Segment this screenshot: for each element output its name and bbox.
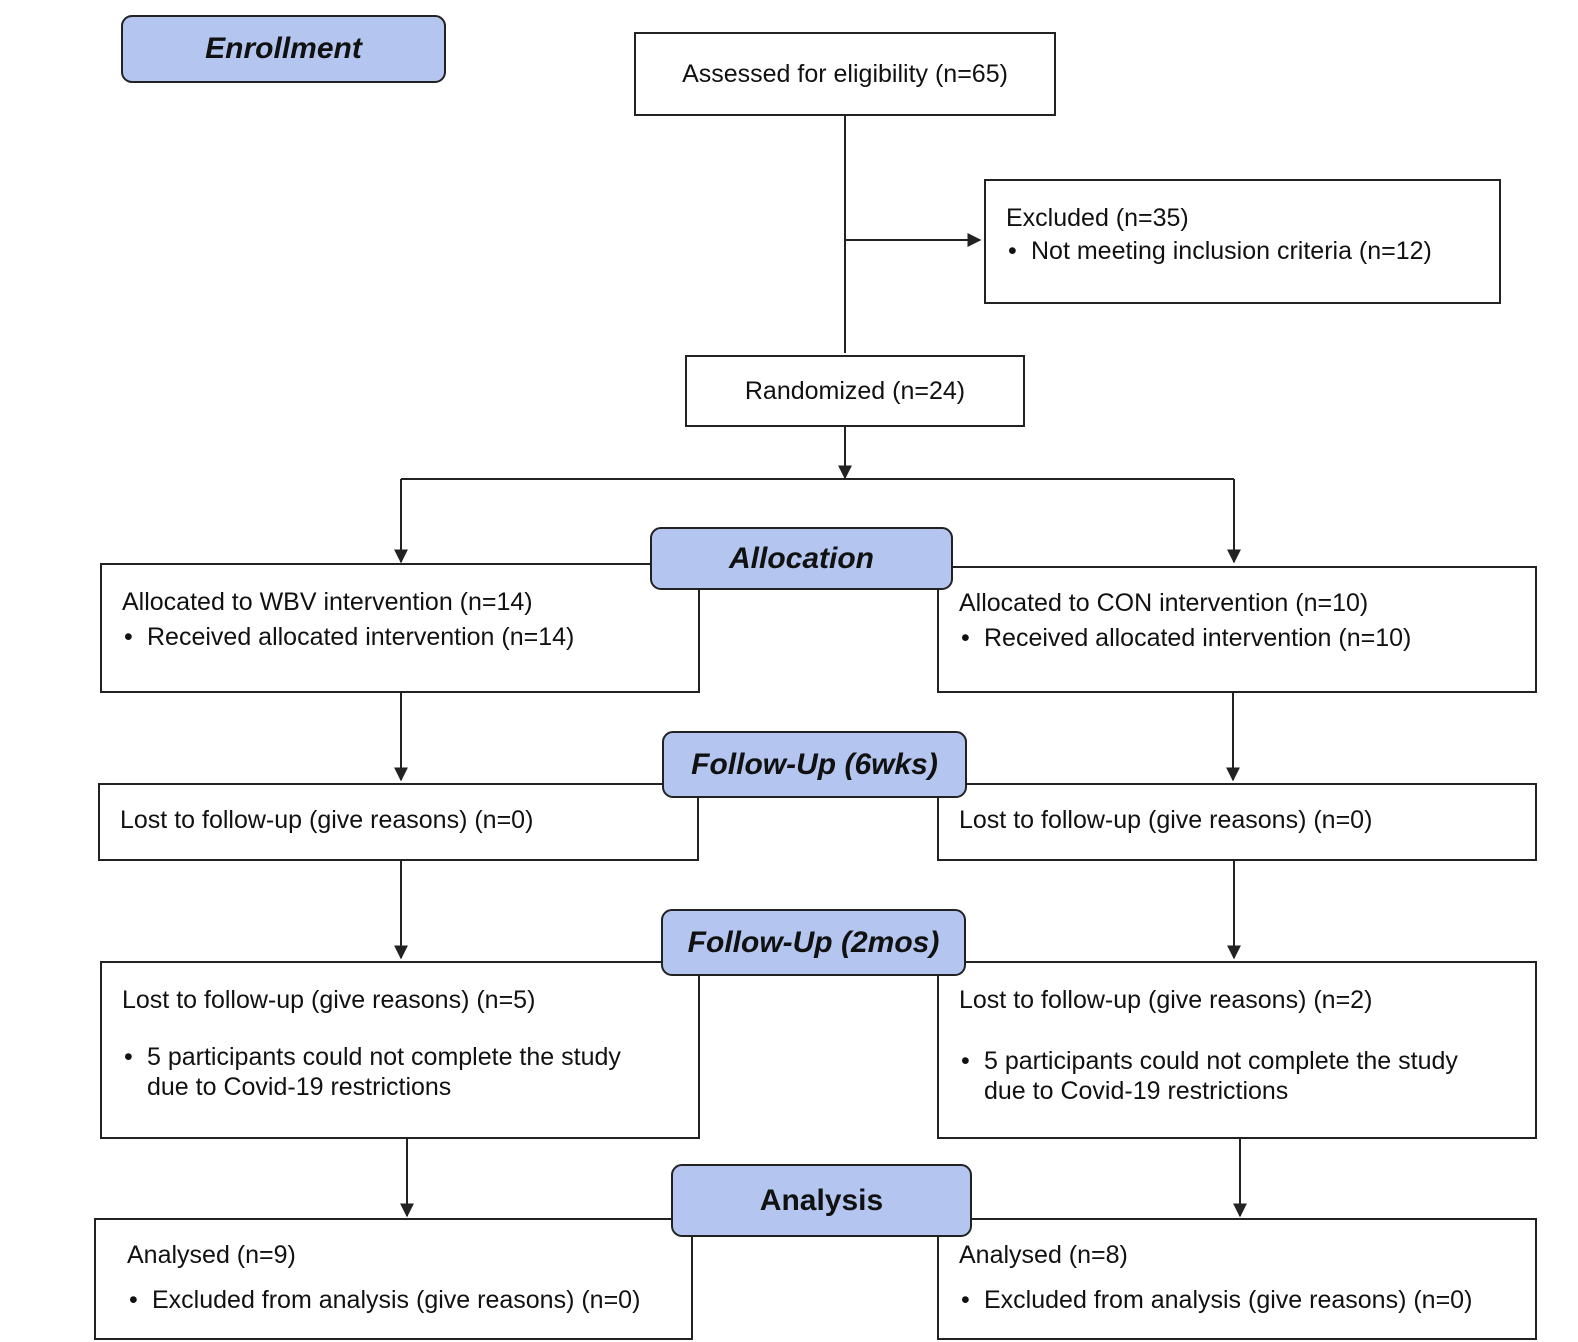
wbv-analysis-box: Analysed (n=9) Excluded from analysis (g…	[94, 1218, 693, 1340]
wbv-analysed-detail: Excluded from analysis (give reasons) (n…	[127, 1285, 691, 1315]
wbv-analysed-text: Analysed (n=9)	[127, 1241, 296, 1269]
wbv-followup-2mos-detail-line1: 5 participants could not complete the st…	[122, 1042, 698, 1072]
wbv-followup-2mos-box: Lost to follow-up (give reasons) (n=5) 5…	[100, 961, 700, 1139]
stage-allocation-label: Allocation	[728, 541, 874, 575]
con-allocation-box: Allocated to CON intervention (n=10) Rec…	[937, 566, 1537, 693]
stage-analysis-label: Analysis	[759, 1183, 884, 1217]
randomized-box: Randomized (n=24)	[685, 355, 1025, 427]
stage-followup-6wks-label: Follow-Up (6wks)	[691, 747, 938, 781]
wbv-allocated-detail: Received allocated intervention (n=14)	[122, 622, 698, 652]
stage-allocation: Allocation	[650, 527, 953, 590]
excluded-title: Excluded (n=35)	[1006, 204, 1189, 232]
stage-followup-2mos-label: Follow-Up (2mos)	[687, 925, 940, 959]
excluded-box: Excluded (n=35) Not meeting inclusion cr…	[984, 179, 1501, 304]
wbv-allocated-text: Allocated to WBV intervention (n=14)	[122, 588, 533, 616]
con-followup-2mos-detail-line1: 5 participants could not complete the st…	[959, 1046, 1535, 1076]
assessed-text: Assessed for eligibility (n=65)	[682, 60, 1008, 88]
randomized-text: Randomized (n=24)	[744, 377, 966, 405]
wbv-followup-6wks-text: Lost to follow-up (give reasons) (n=0)	[120, 806, 534, 834]
con-allocated-detail: Received allocated intervention (n=10)	[959, 623, 1535, 653]
wbv-followup-6wks-box: Lost to follow-up (give reasons) (n=0)	[98, 783, 699, 861]
stage-enrollment-label: Enrollment	[205, 32, 362, 65]
stage-enrollment: Enrollment	[121, 15, 446, 83]
stage-followup-2mos: Follow-Up (2mos)	[661, 909, 966, 976]
wbv-allocation-box: Allocated to WBV intervention (n=14) Rec…	[100, 563, 700, 693]
stage-analysis: Analysis	[671, 1164, 972, 1237]
con-analysed-text: Analysed (n=8)	[959, 1241, 1128, 1269]
con-followup-2mos-box: Lost to follow-up (give reasons) (n=2) 5…	[937, 961, 1537, 1139]
con-followup-2mos-detail-line2: due to Covid-19 restrictions	[984, 1077, 1289, 1105]
excluded-reason: Not meeting inclusion criteria (n=12)	[1006, 236, 1499, 266]
con-followup-2mos-text: Lost to follow-up (give reasons) (n=2)	[959, 986, 1373, 1014]
con-analysed-detail: Excluded from analysis (give reasons) (n…	[959, 1285, 1535, 1315]
con-followup-6wks-text: Lost to follow-up (give reasons) (n=0)	[959, 806, 1373, 834]
wbv-followup-2mos-text: Lost to follow-up (give reasons) (n=5)	[122, 986, 536, 1014]
stage-followup-6wks: Follow-Up (6wks)	[662, 731, 967, 798]
wbv-followup-2mos-detail-line2: due to Covid-19 restrictions	[147, 1073, 452, 1101]
con-analysis-box: Analysed (n=8) Excluded from analysis (g…	[937, 1218, 1537, 1340]
con-allocated-text: Allocated to CON intervention (n=10)	[959, 589, 1369, 617]
con-followup-6wks-box: Lost to follow-up (give reasons) (n=0)	[937, 783, 1537, 861]
assessed-box: Assessed for eligibility (n=65)	[634, 32, 1056, 116]
